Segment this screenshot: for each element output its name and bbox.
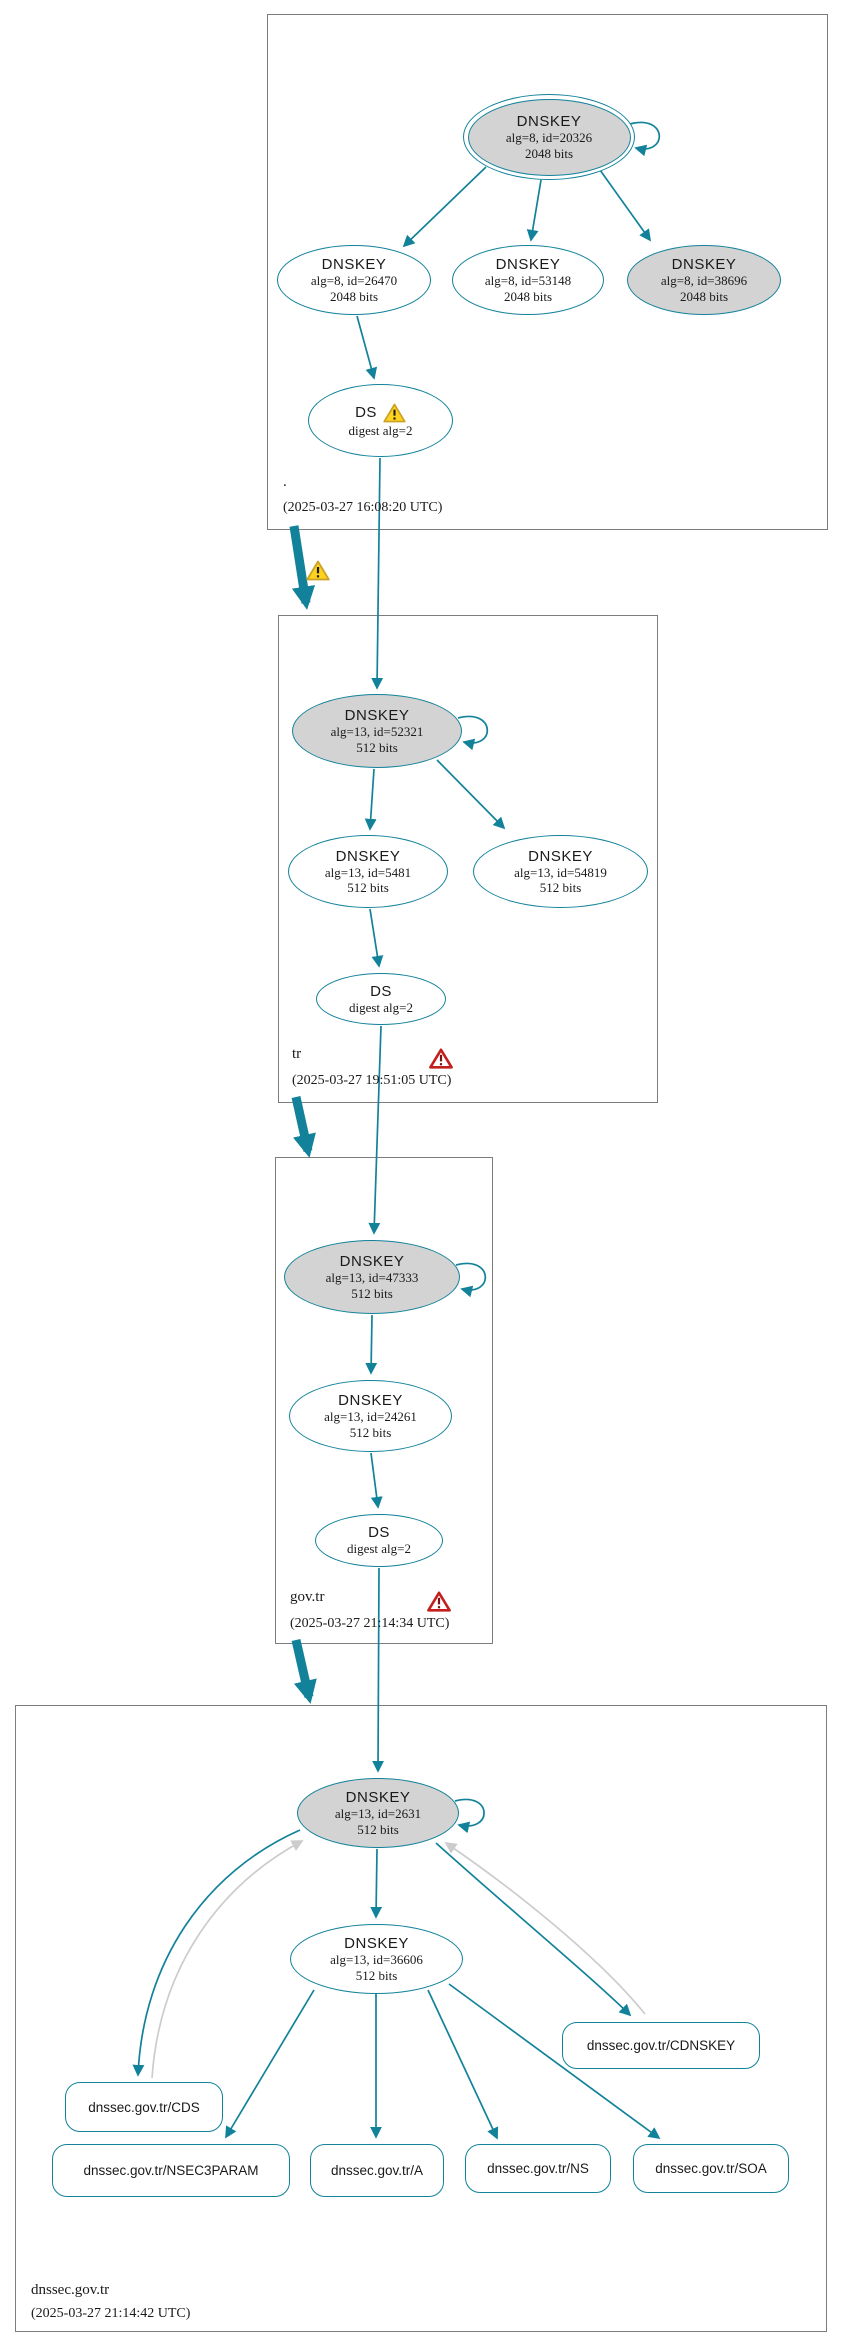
zone-box-root xyxy=(267,14,828,530)
dnskey-52321-node[interactable]: DNSKEY alg=13, id=52321 512 bits xyxy=(292,694,462,768)
node-title: DS xyxy=(368,1524,390,1542)
zone-timestamp-govtr: (2025-03-27 21:14:34 UTC) xyxy=(290,1616,450,1631)
node-detail: alg=13, id=54819 xyxy=(514,864,607,880)
zone-box-govtr xyxy=(275,1157,493,1644)
dnskey-54819-node[interactable]: DNSKEY alg=13, id=54819 512 bits xyxy=(473,835,648,908)
node-detail: 512 bits xyxy=(357,1821,399,1837)
node-title: DNSKEY xyxy=(516,113,582,131)
node-title: DNSKEY xyxy=(344,707,410,725)
node-title: DNSKEY xyxy=(338,1392,403,1410)
rrset-ns-node[interactable]: dnssec.gov.tr/NS xyxy=(465,2144,611,2193)
node-detail: 512 bits xyxy=(349,1424,392,1440)
node-detail: 512 bits xyxy=(347,880,389,896)
dnskey-26470-node[interactable]: DNSKEY alg=8, id=26470 2048 bits xyxy=(277,245,431,315)
node-detail: 512 bits xyxy=(351,1285,393,1301)
node-title: DNSKEY xyxy=(671,256,737,274)
dnskey-24261-node[interactable]: DNSKEY alg=13, id=24261 512 bits xyxy=(289,1380,452,1452)
ds-node-govtr[interactable]: DS digest alg=2 xyxy=(315,1514,443,1567)
node-title: DNSKEY xyxy=(528,847,593,865)
dnskey-38696-node[interactable]: DNSKEY alg=8, id=38696 2048 bits xyxy=(627,245,781,315)
warning-icon xyxy=(306,560,330,581)
node-title: DS xyxy=(355,404,377,422)
node-title: DNSKEY xyxy=(345,1789,411,1807)
ds-node-root[interactable]: DS digest alg=2 xyxy=(308,384,453,457)
node-detail: 2048 bits xyxy=(329,288,379,304)
dnskey-2631-node[interactable]: DNSKEY alg=13, id=2631 512 bits xyxy=(297,1778,459,1848)
node-detail: 2048 bits xyxy=(679,288,729,304)
zone-label-govtr: gov.tr xyxy=(290,1589,325,1605)
node-detail: digest alg=2 xyxy=(346,1541,412,1557)
zone-label-root: . xyxy=(283,474,287,490)
node-title: DNSKEY xyxy=(321,256,387,274)
node-detail: 512 bits xyxy=(539,880,582,896)
zone-label-dnssec-govtr: dnssec.gov.tr xyxy=(31,2282,110,2298)
node-detail: alg=13, id=47333 xyxy=(325,1270,419,1286)
rrset-soa-node[interactable]: dnssec.gov.tr/SOA xyxy=(633,2144,789,2193)
error-icon xyxy=(427,1591,451,1612)
dnskey-5481-node[interactable]: DNSKEY alg=13, id=5481 512 bits xyxy=(288,835,448,908)
node-detail: alg=8, id=20326 xyxy=(505,130,593,146)
node-detail: alg=13, id=52321 xyxy=(330,724,424,740)
node-detail: alg=13, id=36606 xyxy=(330,1952,423,1968)
rrset-a-node[interactable]: dnssec.gov.tr/A xyxy=(310,2144,444,2197)
rrset-label: dnssec.gov.tr/A xyxy=(330,2163,424,2178)
dnskey-53148-node[interactable]: DNSKEY alg=8, id=53148 2048 bits xyxy=(452,245,604,315)
node-detail: alg=13, id=2631 xyxy=(334,1806,422,1822)
node-detail: alg=8, id=26470 xyxy=(310,273,398,289)
node-detail: 512 bits xyxy=(355,1967,398,1983)
node-title: DNSKEY xyxy=(335,847,401,865)
node-title: DNSKEY xyxy=(344,1935,409,1953)
ds-node-tr[interactable]: DS digest alg=2 xyxy=(316,973,446,1025)
node-detail: alg=13, id=5481 xyxy=(324,864,412,880)
node-detail: digest alg=2 xyxy=(348,999,414,1015)
node-detail: digest alg=2 xyxy=(348,422,413,438)
rrset-label: dnssec.gov.tr/SOA xyxy=(655,2161,767,2176)
node-title: DNSKEY xyxy=(339,1253,405,1271)
zone-box-tr xyxy=(278,615,658,1103)
rrset-label: dnssec.gov.tr/NSEC3PARAM xyxy=(83,2163,259,2178)
zone-box-dnssec-govtr xyxy=(15,1705,827,2332)
node-detail: 512 bits xyxy=(356,739,398,755)
rrset-label: dnssec.gov.tr/CDNSKEY xyxy=(586,2038,736,2053)
dnskey-47333-node[interactable]: DNSKEY alg=13, id=47333 512 bits xyxy=(284,1240,460,1314)
rrset-label: dnssec.gov.tr/NS xyxy=(487,2161,589,2176)
error-icon xyxy=(429,1048,453,1069)
warning-icon xyxy=(383,403,406,423)
rrset-cdnskey-node[interactable]: dnssec.gov.tr/CDNSKEY xyxy=(562,2022,760,2069)
zone-timestamp-tr: (2025-03-27 19:51:05 UTC) xyxy=(292,1073,452,1088)
dnskey-36606-node[interactable]: DNSKEY alg=13, id=36606 512 bits xyxy=(290,1924,463,1994)
rrset-label: dnssec.gov.tr/CDS xyxy=(88,2099,200,2115)
zone-timestamp-dnssec-govtr: (2025-03-27 21:14:42 UTC) xyxy=(31,2306,191,2321)
dnskey-20326-node[interactable]: DNSKEY alg=8, id=20326 2048 bits xyxy=(463,94,635,180)
node-detail: 2048 bits xyxy=(503,288,553,304)
rrset-cds-node[interactable]: dnssec.gov.tr/CDS xyxy=(65,2082,223,2132)
zone-timestamp-root: (2025-03-27 16:08:20 UTC) xyxy=(283,500,443,515)
rrset-nsec3param-node[interactable]: dnssec.gov.tr/NSEC3PARAM xyxy=(52,2144,290,2197)
node-detail: alg=8, id=38696 xyxy=(660,273,748,289)
node-detail: alg=13, id=24261 xyxy=(324,1409,417,1425)
node-detail: alg=8, id=53148 xyxy=(484,273,572,289)
node-title: DS xyxy=(370,982,392,1000)
node-title: DNSKEY xyxy=(495,256,561,274)
zone-label-tr: tr xyxy=(292,1046,302,1062)
node-detail: 2048 bits xyxy=(524,145,574,161)
